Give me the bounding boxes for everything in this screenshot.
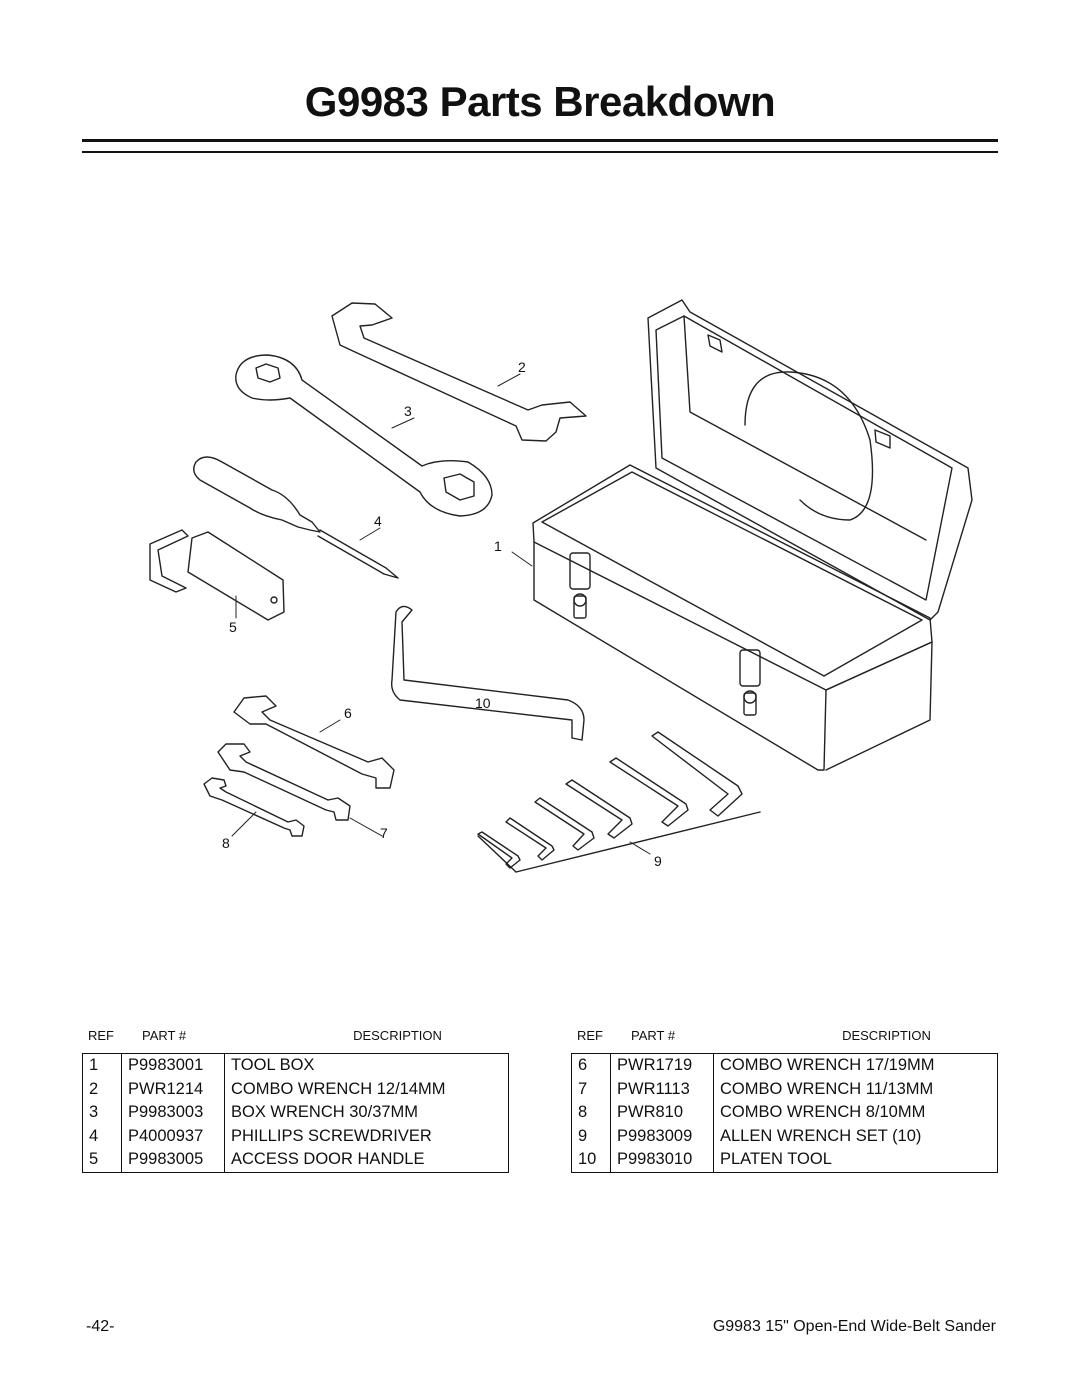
callout-10: 10 bbox=[475, 695, 491, 711]
description-cell: ALLEN WRENCH SET (10) bbox=[720, 1126, 922, 1145]
ref-cell: 8 bbox=[571, 1101, 611, 1125]
part-number-cell: P9983009 bbox=[610, 1124, 714, 1148]
description-cell: COMBO WRENCH 11/13MM bbox=[720, 1079, 934, 1098]
table-row: 4 P4000937 PHILLIPS SCREWDRIVER bbox=[82, 1124, 509, 1148]
description-cell: COMBO WRENCH 12/14MM bbox=[231, 1079, 446, 1098]
ref-cell: 5 bbox=[82, 1148, 122, 1172]
callout-leaders bbox=[231, 373, 651, 855]
table-row: 3 P9983003 BOX WRENCH 30/37MM bbox=[82, 1101, 509, 1125]
header-description: DESCRIPTION bbox=[842, 1027, 931, 1043]
table-row: 8 PWR810 COMBO WRENCH 8/10MM bbox=[571, 1101, 998, 1125]
combo-wrench-8-10-illustration bbox=[203, 777, 305, 837]
parts-table-header: REF PART # DESCRIPTION bbox=[82, 1024, 509, 1046]
combo-wrench-17-19-illustration bbox=[233, 695, 395, 789]
ref-cell: 1 bbox=[82, 1053, 122, 1078]
table-row: 7 PWR1113 COMBO WRENCH 11/13MM bbox=[571, 1077, 998, 1101]
ref-cell: 6 bbox=[571, 1053, 611, 1078]
parts-diagram: 2 3 4 1 5 6 10 7 8 9 bbox=[149, 299, 973, 873]
part-number-cell: PWR810 bbox=[610, 1101, 714, 1125]
part-number-cell: P9983003 bbox=[121, 1101, 225, 1125]
combo-wrench-12-14-illustration bbox=[331, 302, 587, 442]
title-rule-top bbox=[82, 139, 998, 142]
description-cell: COMBO WRENCH 8/10MM bbox=[720, 1103, 926, 1121]
callout-9: 9 bbox=[654, 853, 662, 869]
part-number-cell: P9983001 bbox=[121, 1053, 225, 1078]
ref-cell: 7 bbox=[571, 1077, 611, 1101]
page-title: G9983 Parts Breakdown bbox=[304, 78, 776, 125]
callout-4: 4 bbox=[374, 513, 382, 529]
part-number-cell: PWR1113 bbox=[610, 1077, 714, 1101]
description-cell: BOX WRENCH 30/37MM bbox=[231, 1103, 419, 1121]
table-row: 1 P9983001 TOOL BOX bbox=[82, 1053, 509, 1078]
footer-title: G9983 15" Open-End Wide-Belt Sander bbox=[712, 1318, 996, 1335]
page-number: -42- bbox=[86, 1318, 115, 1335]
table-row: 5 P9983005 ACCESS DOOR HANDLE bbox=[82, 1148, 509, 1172]
callout-1: 1 bbox=[494, 538, 502, 554]
phillips-screwdriver-illustration bbox=[193, 456, 399, 579]
ref-cell: 2 bbox=[82, 1077, 122, 1101]
parts-table-left: REF PART # DESCRIPTION 1 P9983001 TOOL B… bbox=[82, 1024, 509, 1173]
callout-7: 7 bbox=[380, 825, 388, 841]
description-cell: PHILLIPS SCREWDRIVER bbox=[231, 1126, 432, 1145]
table-row: 6 PWR1719 COMBO WRENCH 17/19MM bbox=[571, 1053, 998, 1078]
part-number-cell: P4000937 bbox=[121, 1124, 225, 1148]
tool-box-illustration bbox=[532, 299, 973, 771]
table-row: 9 P9983009 ALLEN WRENCH SET (10) bbox=[571, 1124, 998, 1148]
callout-3: 3 bbox=[404, 403, 412, 419]
part-number-cell: PWR1214 bbox=[121, 1077, 225, 1101]
header-ref: REF bbox=[88, 1027, 114, 1043]
part-number-cell: P9983010 bbox=[610, 1148, 714, 1172]
callout-5: 5 bbox=[229, 619, 237, 635]
description-cell: ACCESS DOOR HANDLE bbox=[231, 1150, 425, 1168]
callout-2: 2 bbox=[518, 359, 526, 375]
combo-wrench-11-13-illustration bbox=[217, 743, 351, 821]
ref-cell: 4 bbox=[82, 1124, 122, 1148]
ref-cell: 3 bbox=[82, 1101, 122, 1125]
header-part: PART # bbox=[142, 1027, 187, 1043]
box-wrench-30-37-illustration bbox=[235, 354, 493, 517]
parts-table-header: REF PART # DESCRIPTION bbox=[571, 1024, 998, 1046]
callout-6: 6 bbox=[344, 705, 352, 721]
table-row: 2 PWR1214 COMBO WRENCH 12/14MM bbox=[82, 1077, 509, 1101]
header-ref: REF bbox=[577, 1027, 603, 1043]
part-number-cell: P9983005 bbox=[121, 1148, 225, 1172]
allen-wrench-set-illustration bbox=[477, 731, 761, 873]
header-description: DESCRIPTION bbox=[353, 1027, 442, 1043]
description-cell: PLATEN TOOL bbox=[720, 1150, 832, 1168]
description-cell: COMBO WRENCH 17/19MM bbox=[720, 1056, 935, 1074]
description-cell: TOOL BOX bbox=[231, 1056, 315, 1074]
callout-8: 8 bbox=[222, 835, 230, 851]
ref-cell: 10 bbox=[571, 1148, 611, 1172]
table-row: 10 P9983010 PLATEN TOOL bbox=[571, 1148, 998, 1172]
parts-table: 6 PWR1719 COMBO WRENCH 17/19MM 7 PWR1113… bbox=[571, 1053, 998, 1173]
access-door-handle-illustration bbox=[149, 529, 285, 621]
ref-cell: 9 bbox=[571, 1124, 611, 1148]
title-rule-bottom bbox=[82, 151, 998, 153]
header-part: PART # bbox=[631, 1027, 676, 1043]
part-number-cell: PWR1719 bbox=[610, 1053, 714, 1078]
platen-tool-illustration bbox=[390, 605, 585, 741]
parts-table: 1 P9983001 TOOL BOX 2 PWR1214 COMBO WREN… bbox=[82, 1053, 509, 1173]
parts-table-right: REF PART # DESCRIPTION 6 PWR1719 COMBO W… bbox=[571, 1024, 998, 1173]
